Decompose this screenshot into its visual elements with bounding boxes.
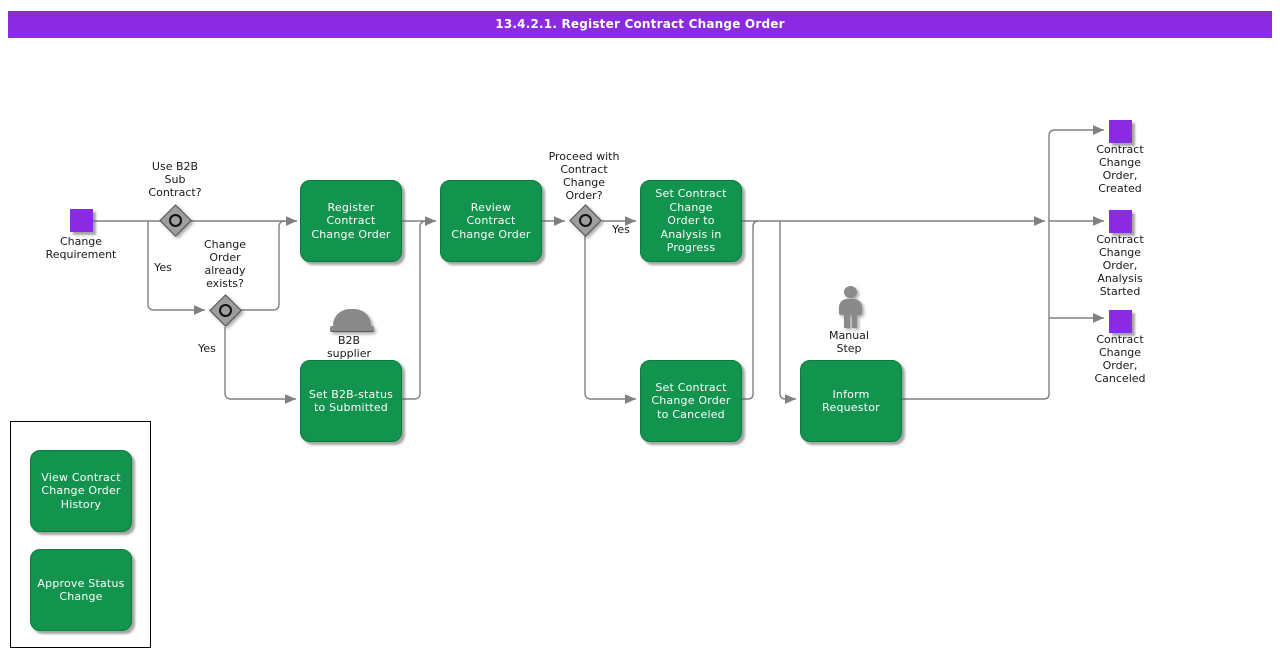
state-analysis-started-label: Contract Change Order, Analysis Started bbox=[1096, 233, 1144, 298]
state-created-icon bbox=[1109, 120, 1132, 143]
order-exists-yes-label: Yes bbox=[198, 342, 216, 355]
decision-use-b2b-gateway bbox=[159, 204, 192, 237]
state-canceled-icon bbox=[1109, 310, 1132, 333]
optional-activities-panel bbox=[10, 421, 151, 648]
hat-brim bbox=[330, 326, 374, 332]
activity-approve-status-change[interactable]: Approve Status Change bbox=[30, 549, 132, 631]
use-b2b-yes-label: Yes bbox=[154, 261, 172, 274]
activity-set-b2b-status-submitted[interactable]: Set B2B-status to Submitted bbox=[300, 360, 402, 442]
flow-order-exists-no bbox=[241, 220, 286, 311]
activity-view-contract-change-order-history[interactable]: View Contract Change Order History bbox=[30, 450, 132, 532]
manual-step-icon bbox=[838, 286, 862, 328]
flow-canceled-to-main bbox=[741, 220, 759, 400]
decision-proceed-gateway bbox=[569, 204, 602, 237]
person-body bbox=[839, 299, 862, 315]
flow-setb2b-to-main bbox=[401, 220, 427, 400]
b2b-supplier-icon bbox=[330, 309, 374, 332]
person-head bbox=[844, 286, 857, 298]
hat-dome bbox=[333, 309, 371, 327]
decision-order-exists-gateway bbox=[209, 294, 242, 327]
person-legs bbox=[844, 315, 857, 328]
activity-set-order-canceled[interactable]: Set Contract Change Order to Canceled bbox=[640, 360, 742, 442]
page-title: 13.4.2.1. Register Contract Change Order bbox=[495, 17, 785, 31]
flow-proceed-no-to-canceled bbox=[584, 236, 636, 404]
gateway-circle-icon bbox=[578, 213, 592, 227]
activity-inform-requestor[interactable]: Inform Requestor bbox=[800, 360, 902, 442]
change-requirement-label: Change Requirement bbox=[45, 235, 117, 261]
state-analysis-started-icon bbox=[1109, 210, 1132, 233]
gateway-circle-icon bbox=[168, 213, 182, 227]
flow-main-to-inform bbox=[779, 221, 796, 404]
state-canceled-label: Contract Change Order, Canceled bbox=[1094, 333, 1146, 385]
flow-trunk-to-created-state bbox=[901, 125, 1104, 400]
gateway-circle-icon bbox=[218, 303, 232, 317]
manual-step-label: Manual Step bbox=[829, 329, 869, 355]
activity-register-contract-change-order[interactable]: Register Contract Change Order bbox=[300, 180, 402, 262]
diagram-title-bar: 13.4.2.1. Register Contract Change Order bbox=[8, 11, 1272, 38]
state-created-label: Contract Change Order, Created bbox=[1096, 143, 1144, 195]
proceed-yes-label: Yes bbox=[612, 223, 630, 236]
flow-use-b2b-yes bbox=[147, 221, 205, 315]
decision-order-exists-label: Change Order already exists? bbox=[203, 238, 247, 290]
flow-order-exists-yes bbox=[224, 327, 296, 404]
activity-set-order-analysis-in-progress[interactable]: Set Contract Change Order to Analysis in… bbox=[640, 180, 742, 262]
decision-proceed-label: Proceed with Contract Change Order? bbox=[548, 150, 620, 202]
activity-review-contract-change-order[interactable]: Review Contract Change Order bbox=[440, 180, 542, 262]
b2b-supplier-label: B2B supplier bbox=[326, 334, 372, 360]
change-requirement-state-icon bbox=[70, 209, 93, 232]
decision-use-b2b-label: Use B2B Sub Contract? bbox=[148, 160, 202, 199]
